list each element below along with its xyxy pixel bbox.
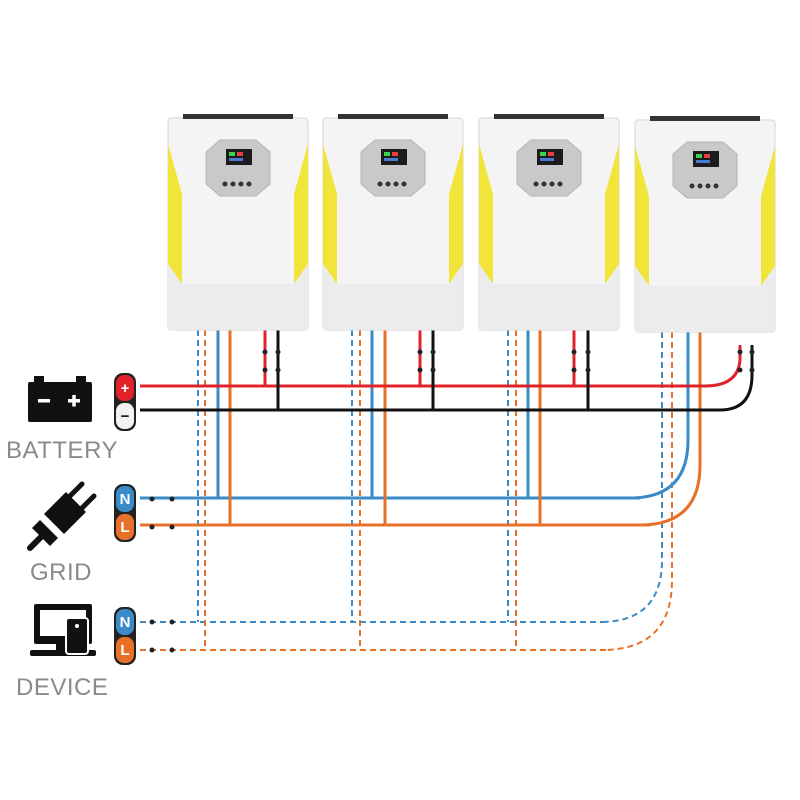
device-terminal-block	[114, 607, 175, 665]
dc-battery-wires	[140, 330, 754, 412]
battery-terminal-block	[114, 373, 136, 431]
grid-label: GRID	[30, 559, 92, 586]
ac-output-wires	[140, 330, 673, 651]
inverter-4	[634, 116, 776, 333]
device-label: DEVICE	[16, 674, 108, 701]
negative-terminal-label: −	[121, 408, 130, 425]
inverter-2	[322, 114, 464, 331]
grid-line-label: L	[120, 519, 129, 536]
device-line-label: L	[120, 642, 129, 659]
inverter-3	[478, 114, 620, 331]
battery-terminal-dots	[262, 349, 755, 373]
computer-icon	[30, 604, 96, 656]
battery-icon	[28, 376, 92, 422]
device-neutral-label: N	[120, 614, 131, 631]
plug-icon	[27, 481, 97, 551]
ac-grid-wires	[140, 330, 702, 527]
grid-neutral-label: N	[120, 491, 131, 508]
battery-label: BATTERY	[6, 437, 118, 464]
inverter-1	[167, 114, 309, 331]
positive-terminal-label: +	[121, 380, 130, 397]
grid-terminal-block	[114, 484, 175, 542]
